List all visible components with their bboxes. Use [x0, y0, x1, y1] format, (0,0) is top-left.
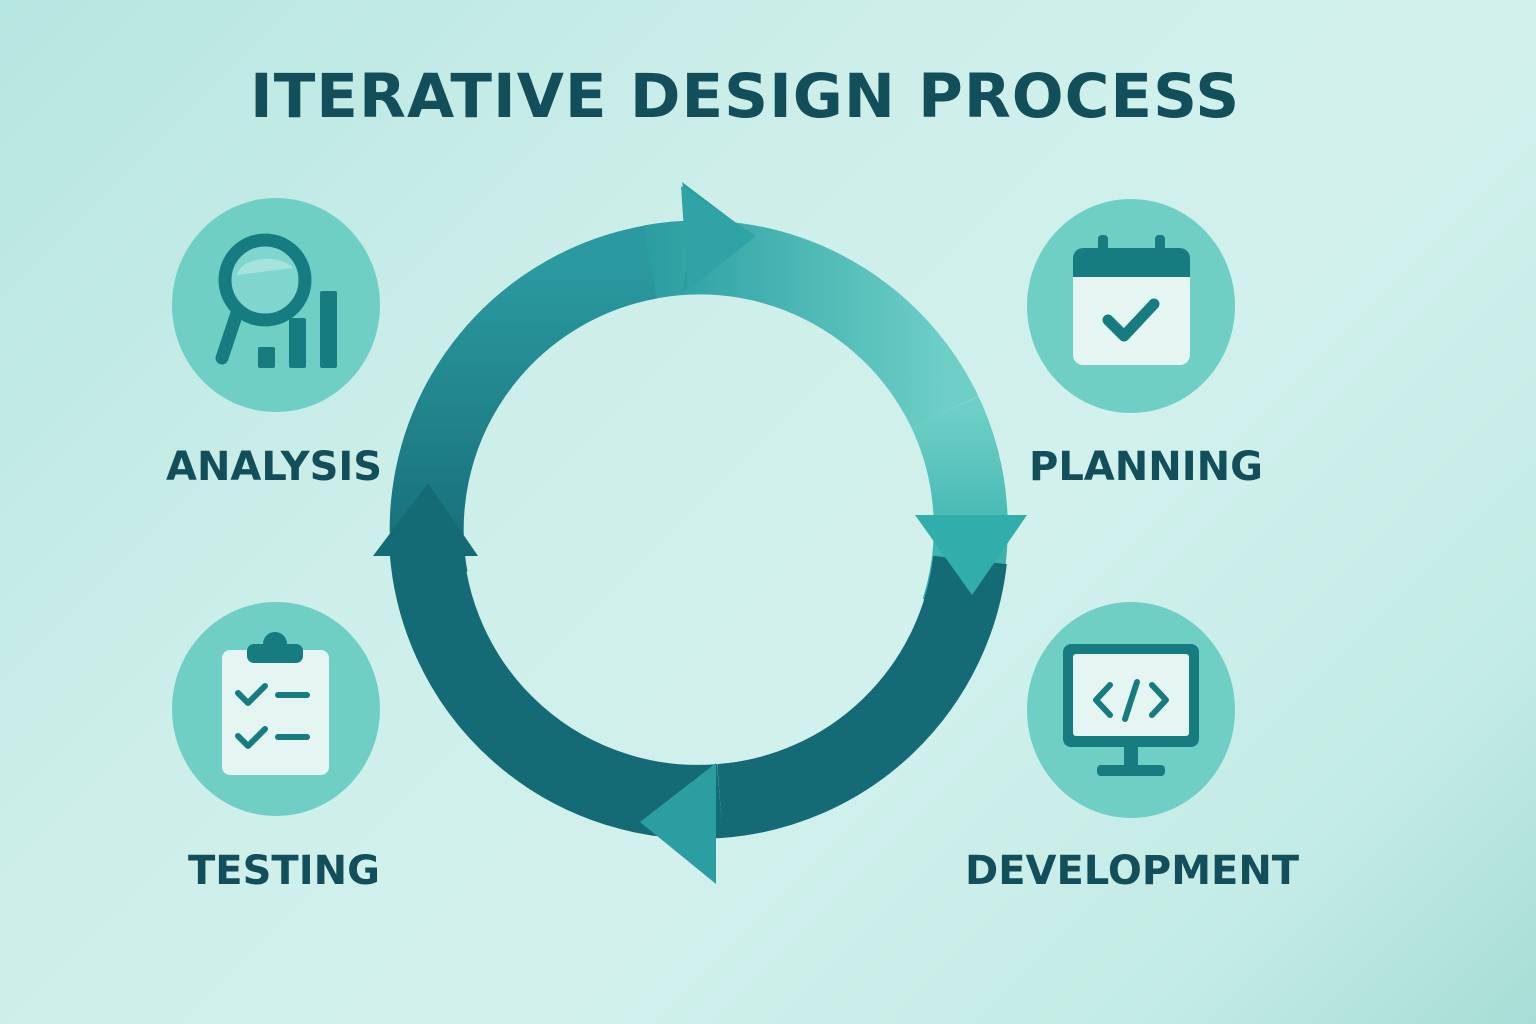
arrowhead-top-shape [681, 186, 756, 290]
cycle-arc-bottom-left [389, 538, 723, 839]
analysis-icon-group [172, 198, 380, 412]
arrowhead-right [915, 515, 1027, 595]
cycle-arc-bottom [716, 555, 1007, 838]
stage-label-analysis: ANALYSIS [166, 444, 383, 490]
stage-label-planning: PLANNING [1029, 444, 1263, 490]
magnifier-bar-chart-icon [215, 233, 337, 368]
page-title: ITERATIVE DESIGN PROCESS [250, 61, 1241, 132]
cycle-ring [389, 220, 1008, 839]
arrowhead-left [373, 483, 478, 556]
development-icon-group [1027, 602, 1235, 818]
stage-label-development: DEVELOPMENT [965, 848, 1300, 894]
planning-icon-group [1027, 199, 1235, 413]
stage-label-testing: TESTING [188, 848, 380, 894]
clipboard-checklist-icon [222, 632, 329, 775]
testing-icon-group [172, 602, 380, 816]
monitor-code-icon [1063, 644, 1199, 776]
calendar-check-icon [1073, 235, 1190, 365]
arrowhead-bottom [640, 763, 716, 884]
